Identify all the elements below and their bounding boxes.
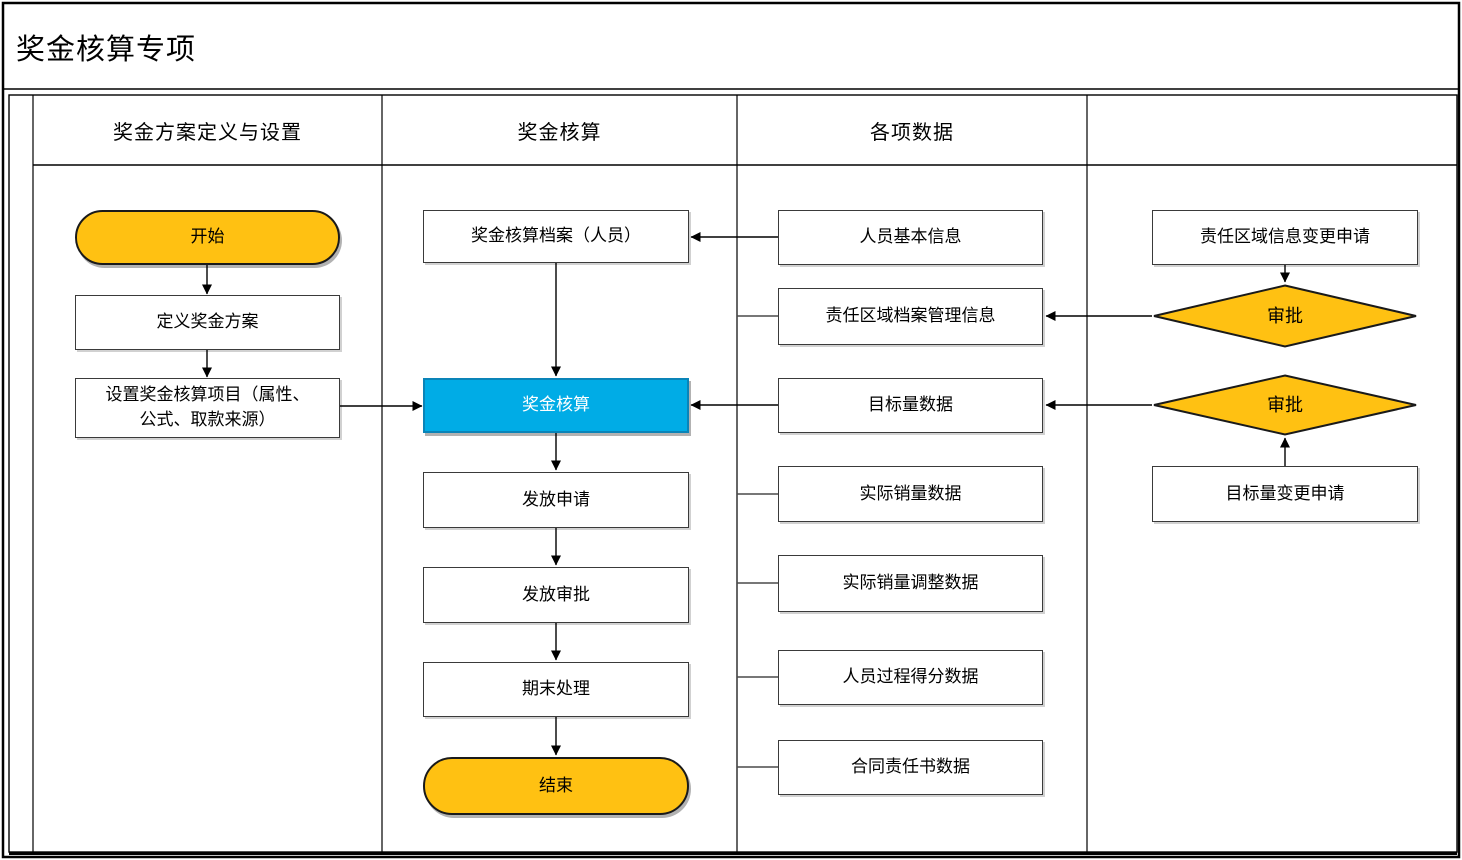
node-process-score-data: 人员过程得分数据: [778, 650, 1043, 705]
node-area-archive-info: 责任区域档案管理信息: [778, 288, 1043, 345]
decision-label: 审批: [1267, 305, 1303, 326]
node-sales-adjustment-data: 实际销量调整数据: [778, 555, 1043, 612]
node-area-change-request: 责任区域信息变更申请: [1152, 210, 1418, 265]
node-target-change-request: 目标量变更申请: [1152, 466, 1418, 522]
lane-header-plan: 奖金方案定义与设置: [113, 121, 302, 144]
lane-header-data: 各项数据: [870, 121, 954, 144]
node-bonus-calc: 奖金核算: [423, 378, 689, 433]
decision-diamond-shape: [1153, 374, 1417, 436]
node-actual-sales-data: 实际销量数据: [778, 466, 1043, 522]
lane-header-calc: 奖金核算: [517, 121, 602, 144]
node-setup-calc-items: 设置奖金核算项目（属性、公式、取款来源）: [75, 378, 340, 438]
node-approval-1-decision: 审批: [1152, 284, 1418, 348]
node-define-plan: 定义奖金方案: [75, 295, 340, 350]
node-start-terminator: 开始: [75, 210, 340, 265]
node-personnel-info: 人员基本信息: [778, 210, 1043, 265]
node-payment-approval: 发放审批: [423, 567, 689, 623]
page-title: 奖金核算专项: [16, 34, 197, 66]
node-approval-2-decision: 审批: [1152, 374, 1418, 436]
decision-diamond-shape: [1153, 284, 1417, 348]
node-period-end: 期末处理: [423, 662, 689, 717]
node-payment-request: 发放申请: [423, 472, 689, 528]
node-end-terminator: 结束: [423, 757, 689, 815]
decision-label: 审批: [1267, 394, 1303, 415]
lane-header-approval: [1087, 95, 1457, 165]
node-target-data: 目标量数据: [778, 378, 1043, 433]
node-calc-archive: 奖金核算档案（人员）: [423, 210, 689, 263]
node-contract-data: 合同责任书数据: [778, 740, 1043, 795]
